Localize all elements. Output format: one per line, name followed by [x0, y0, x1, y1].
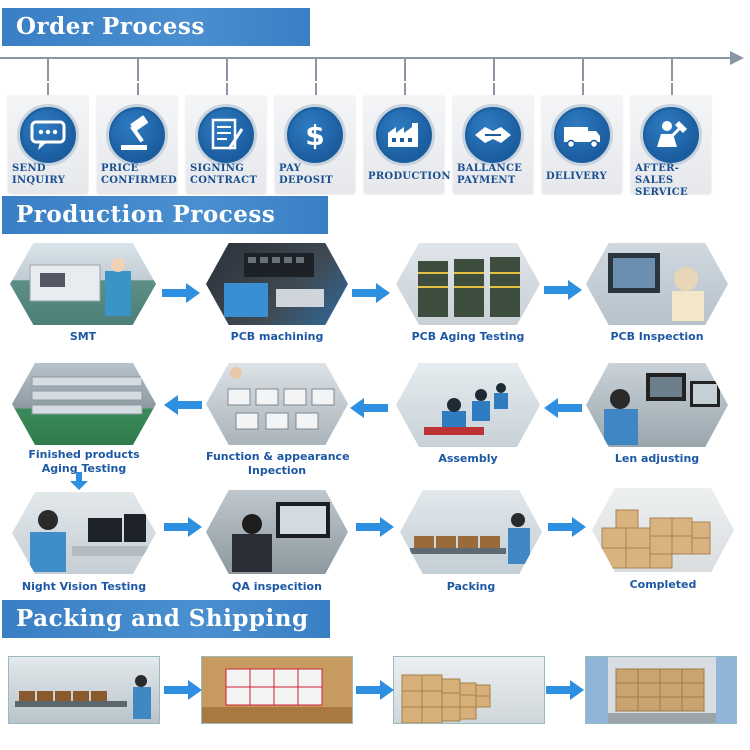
flow-arrow-right: [352, 283, 390, 303]
hang-line: [582, 59, 584, 95]
len-adjusting-photo: [586, 363, 728, 447]
step-label: PRODUCTION: [368, 171, 451, 182]
dollar-icon: $: [284, 104, 346, 166]
stage-label-pcb-machining: PCB machining: [230, 330, 324, 343]
svg-text:$: $: [305, 119, 324, 152]
qa-inspection-photo: [206, 490, 348, 574]
hang-line: [137, 59, 139, 95]
smt-photo: [10, 243, 156, 325]
step-label: DELIVERY: [546, 171, 607, 182]
stage-label-night-vision: Night Vision Testing: [21, 580, 147, 593]
packing-line-photo: [8, 656, 160, 724]
stage-label-pcb-inspection: PCB Inspection: [610, 330, 704, 343]
boxed-products-photo: [201, 656, 353, 724]
flow-arrow-right: [164, 680, 202, 700]
stage-label-packing: Packing: [446, 580, 496, 593]
stage-label-qa: QA inspecition: [232, 580, 322, 593]
pcb-aging-photo: [396, 243, 540, 325]
stage-label-pcb-aging: PCB Aging Testing: [411, 330, 525, 343]
stage-label-len-adjusting: Len adjusting: [614, 452, 700, 465]
flow-arrow-right: [548, 517, 586, 537]
order-step-production: PRODUCTION: [364, 95, 451, 193]
function-appearance-photo: [206, 363, 348, 445]
packing-shipping-banner: Packing and Shipping: [2, 600, 330, 638]
production-process-banner: Production Process: [2, 196, 328, 234]
flow-arrow-right: [164, 517, 202, 537]
completed-photo: [592, 488, 734, 572]
flow-arrow-right: [162, 283, 200, 303]
finished-aging-photo: [12, 363, 156, 445]
hang-line: [493, 59, 495, 95]
container-loading-photo: [585, 656, 737, 724]
chat-bubble-icon: [17, 104, 79, 166]
night-vision-photo: [12, 492, 156, 574]
handshake-icon: [462, 104, 524, 166]
timeline-line: [0, 57, 734, 59]
stage-label-assembly: Assembly: [438, 452, 498, 465]
document-sign-icon: [195, 104, 257, 166]
packing-photo: [400, 490, 542, 574]
order-step-delivery: DELIVERY: [542, 95, 622, 193]
factory-icon: [373, 104, 435, 166]
flow-arrow-down: [70, 472, 88, 490]
truck-icon: [551, 104, 613, 166]
support-icon: [640, 104, 702, 166]
hang-line: [404, 59, 406, 95]
flow-arrow-right: [356, 517, 394, 537]
hang-line: [47, 59, 49, 95]
pcb-inspection-photo: [586, 243, 728, 325]
flow-arrow-left: [544, 398, 582, 418]
hang-line: [671, 59, 673, 95]
hang-line: [226, 59, 228, 95]
flow-arrow-left: [164, 395, 202, 415]
flow-arrow-right: [356, 680, 394, 700]
stage-label-smt: SMT: [69, 330, 97, 343]
stage-label-completed: Completed: [629, 578, 697, 591]
order-process-banner: Order Process: [2, 8, 310, 46]
flow-arrow-right: [546, 680, 584, 700]
gavel-icon: [106, 104, 168, 166]
warehouse-boxes-photo: [393, 656, 545, 724]
pcb-machining-photo: [206, 243, 348, 325]
assembly-photo: [396, 363, 540, 447]
timeline-arrowhead: [730, 51, 744, 65]
flow-arrow-right: [544, 280, 582, 300]
hang-line: [315, 59, 317, 95]
flow-arrow-left: [350, 398, 388, 418]
